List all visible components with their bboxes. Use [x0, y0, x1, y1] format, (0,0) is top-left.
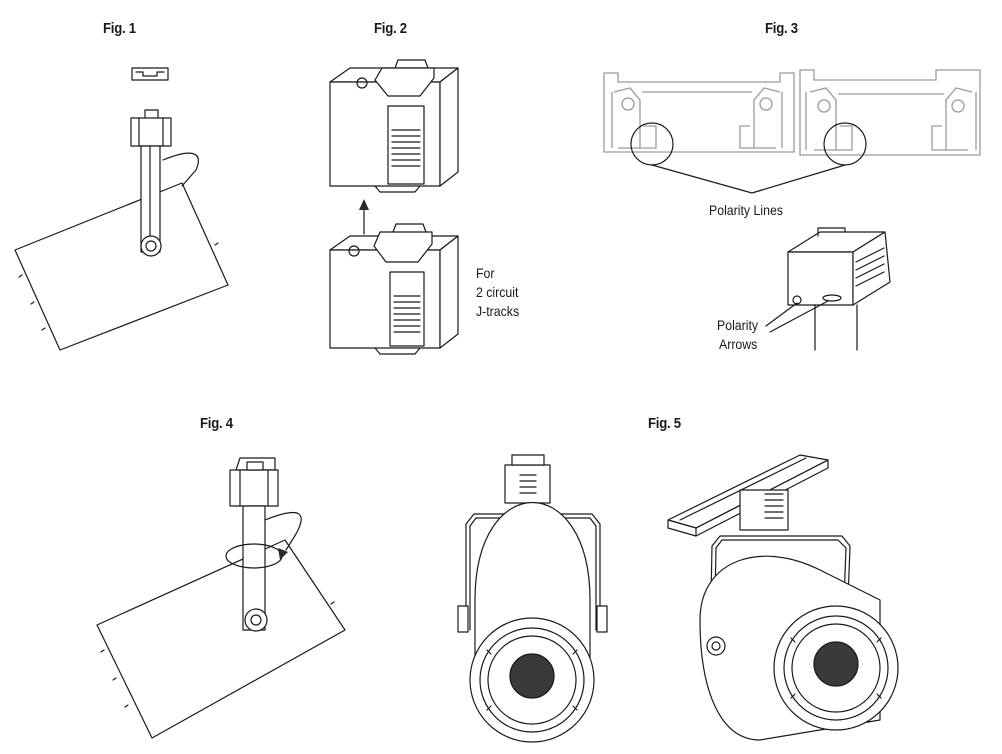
- fig2-up-arrow: [359, 199, 369, 235]
- fig4-adapter: [229, 457, 279, 507]
- polarity-lines-label: Polarity Lines: [709, 202, 783, 218]
- fig2-note-line2: 2 circuit: [476, 284, 519, 300]
- fig3-track-left: [603, 72, 795, 153]
- fig5-angled-yoke: [709, 535, 851, 651]
- fig1-track-head-adapter: [130, 109, 172, 147]
- fig1-track-endcap: [131, 67, 169, 81]
- fig2-title: Fig. 2: [374, 20, 407, 37]
- fig3-adapter-detail: [765, 227, 891, 351]
- fig4-title: Fig. 4: [200, 415, 233, 432]
- fig1-title: Fig. 1: [103, 20, 136, 37]
- fig1-stem-and-bracket: [140, 145, 199, 257]
- polarity-arrows-label-line2: Arrows: [719, 336, 758, 352]
- fig4-stem-and-rotation: [225, 505, 302, 632]
- fig5-angled-housing: [699, 555, 899, 741]
- fig5-front-housing: [457, 501, 608, 743]
- polarity-arrows-label-line1: Polarity: [717, 317, 759, 333]
- fig5-title: Fig. 5: [648, 415, 681, 432]
- fig3-title: Fig. 3: [765, 20, 798, 37]
- fig2-note-line1: For: [476, 265, 495, 281]
- fig2-adapter-bottom: [329, 223, 459, 355]
- fig3-track-right: [799, 69, 981, 156]
- fig2-note-line3: J-tracks: [476, 303, 520, 319]
- fig3-polarity-circles: [630, 122, 867, 194]
- fig2-adapter-top: [329, 59, 459, 193]
- fig1-light-panel: [14, 182, 229, 351]
- fig4-light-panel: [96, 539, 346, 739]
- fig5-angled-adapter: [739, 489, 789, 531]
